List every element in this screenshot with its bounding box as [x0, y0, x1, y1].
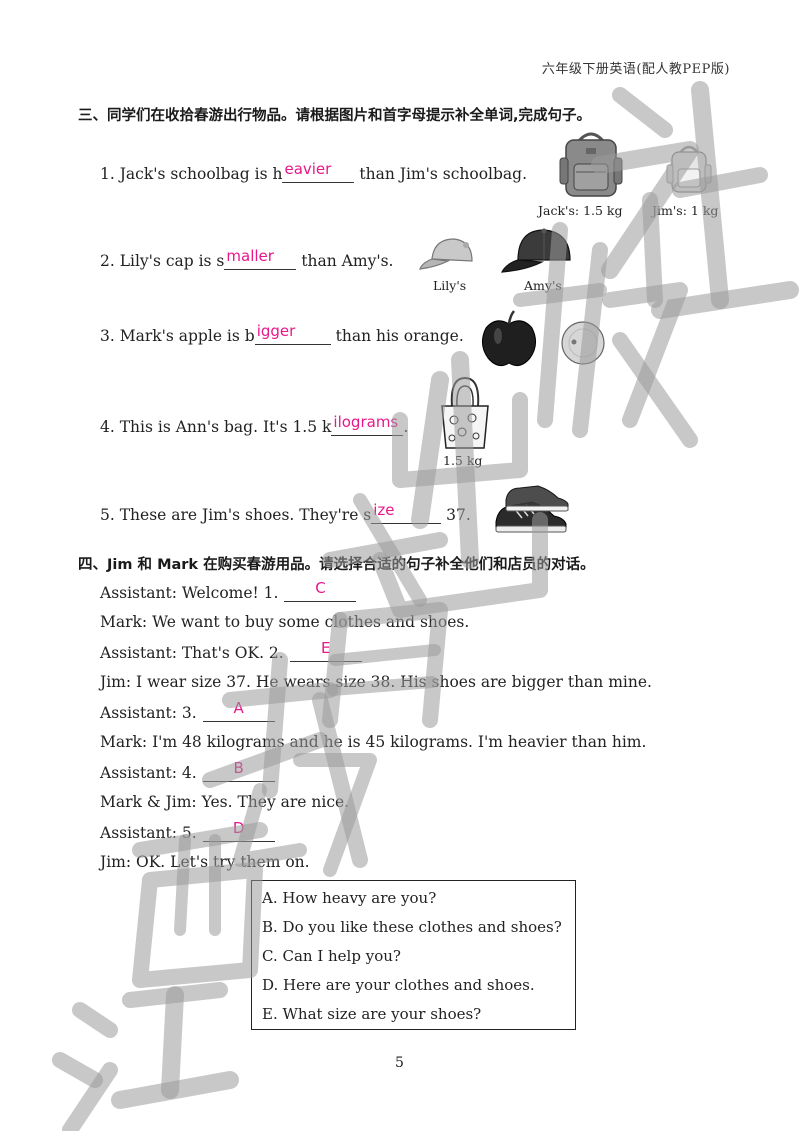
shoes-icon — [495, 485, 569, 533]
dialogue-text-1: Assistant: Welcome! 1. — [100, 584, 279, 602]
lily-cap-icon — [419, 238, 473, 270]
answer-blank-3[interactable]: igger — [254, 322, 331, 345]
apple-icon — [482, 310, 536, 367]
orange-icon — [561, 321, 605, 365]
dialogue-text-9: Assistant: 5. — [100, 824, 197, 842]
dialogue-blank-3[interactable]: A — [202, 699, 275, 722]
dialogue-answer-4: B — [233, 759, 244, 777]
answer-blank-5[interactable]: ize — [371, 501, 442, 524]
dialogue-blank-1[interactable]: C — [284, 579, 357, 602]
question-2-post: than Amy's. — [296, 252, 394, 270]
dialogue-answer-1: C — [315, 579, 326, 597]
dialogue-line-10: Jim: OK. Let's try them on. — [100, 853, 310, 871]
dialogue-answer-2: E — [320, 639, 331, 657]
dialogue-line-6: Mark: I'm 48 kilograms and he is 45 kilo… — [100, 733, 647, 751]
question-5-post: 37. — [441, 506, 471, 524]
lily-cap-caption: Lily's — [433, 278, 467, 293]
question-4-post: . — [403, 418, 409, 436]
dialogue-line-5: Assistant: 3. A — [100, 699, 275, 722]
question-3-pre: 3. Mark's apple is b — [100, 327, 255, 345]
dialogue-line-7: Assistant: 4. B — [100, 759, 275, 782]
question-1-post: than Jim's schoolbag. — [354, 165, 528, 183]
book-header: 六年级下册英语(配人教PEP版) — [541, 62, 730, 77]
question-3-post: than his orange. — [330, 327, 464, 345]
dialogue-blank-2[interactable]: E — [289, 639, 362, 662]
option-a: A. How heavy are you? — [262, 889, 437, 907]
dialogue-line-4: Jim: I wear size 37. He wears size 38. H… — [100, 673, 652, 691]
jack-schoolbag-icon — [559, 132, 623, 197]
answer-1: eavier — [284, 160, 332, 178]
dialogue-line-8: Mark & Jim: Yes. They are nice. — [100, 793, 350, 811]
dialogue-answer-5: D — [232, 819, 245, 837]
option-e: E. What size are your shoes? — [262, 1005, 482, 1023]
dialogue-line-2: Mark: We want to buy some clothes and sh… — [100, 613, 470, 631]
answer-blank-2[interactable]: maller — [224, 247, 297, 270]
answer-4: ilograms — [333, 413, 399, 431]
option-b: B. Do you like these clothes and shoes? — [262, 918, 562, 936]
answer-2: maller — [226, 247, 274, 265]
dialogue-line-3: Assistant: That's OK. 2. E — [100, 639, 362, 662]
section4-title: 四、Jim 和 Mark 在购买春游用品。请选择合适的句子补全他们和店员的对话。 — [78, 557, 595, 573]
options-box: A. How heavy are you? B. Do you like the… — [251, 880, 576, 1030]
jim-schoolbag-icon — [666, 145, 712, 193]
option-c: C. Can I help you? — [262, 947, 401, 965]
dialogue-text-5: Assistant: 3. — [100, 704, 197, 722]
dialogue-blank-4[interactable]: B — [202, 759, 275, 782]
answer-blank-4[interactable]: ilograms — [331, 413, 404, 436]
dialogue-line-1: Assistant: Welcome! 1. C — [100, 579, 357, 602]
page-number: 5 — [395, 1055, 404, 1071]
question-5-pre: 5. These are Jim's shoes. They're s — [100, 506, 372, 524]
amy-cap-caption: Amy's — [524, 278, 562, 293]
dialogue-line-9: Assistant: 5. D — [100, 819, 275, 842]
question-4-pre: 4. This is Ann's bag. It's 1.5 k — [100, 418, 332, 436]
jim-bag-caption: Jim's: 1 kg — [652, 203, 719, 218]
answer-5: ize — [373, 501, 395, 519]
option-d: D. Here are your clothes and shoes. — [262, 976, 535, 994]
ann-bag-caption: 1.5 kg — [443, 453, 483, 468]
dialogue-text-7: Assistant: 4. — [100, 764, 197, 782]
jack-bag-caption: Jack's: 1.5 kg — [538, 203, 623, 218]
dialogue-text-3: Assistant: That's OK. 2. — [100, 644, 284, 662]
amy-cap-icon — [500, 228, 571, 273]
answer-3: igger — [256, 322, 296, 340]
dialogue-blank-5[interactable]: D — [202, 819, 275, 842]
ann-bag-icon — [441, 376, 489, 449]
answer-blank-1[interactable]: eavier — [282, 160, 355, 183]
question-2-pre: 2. Lily's cap is s — [100, 252, 225, 270]
section3-title: 三、同学们在收拾春游出行物品。请根据图片和首字母提示补全单词,完成句子。 — [78, 108, 592, 124]
dialogue-answer-3: A — [233, 699, 244, 717]
question-1-pre: 1. Jack's schoolbag is h — [100, 165, 283, 183]
